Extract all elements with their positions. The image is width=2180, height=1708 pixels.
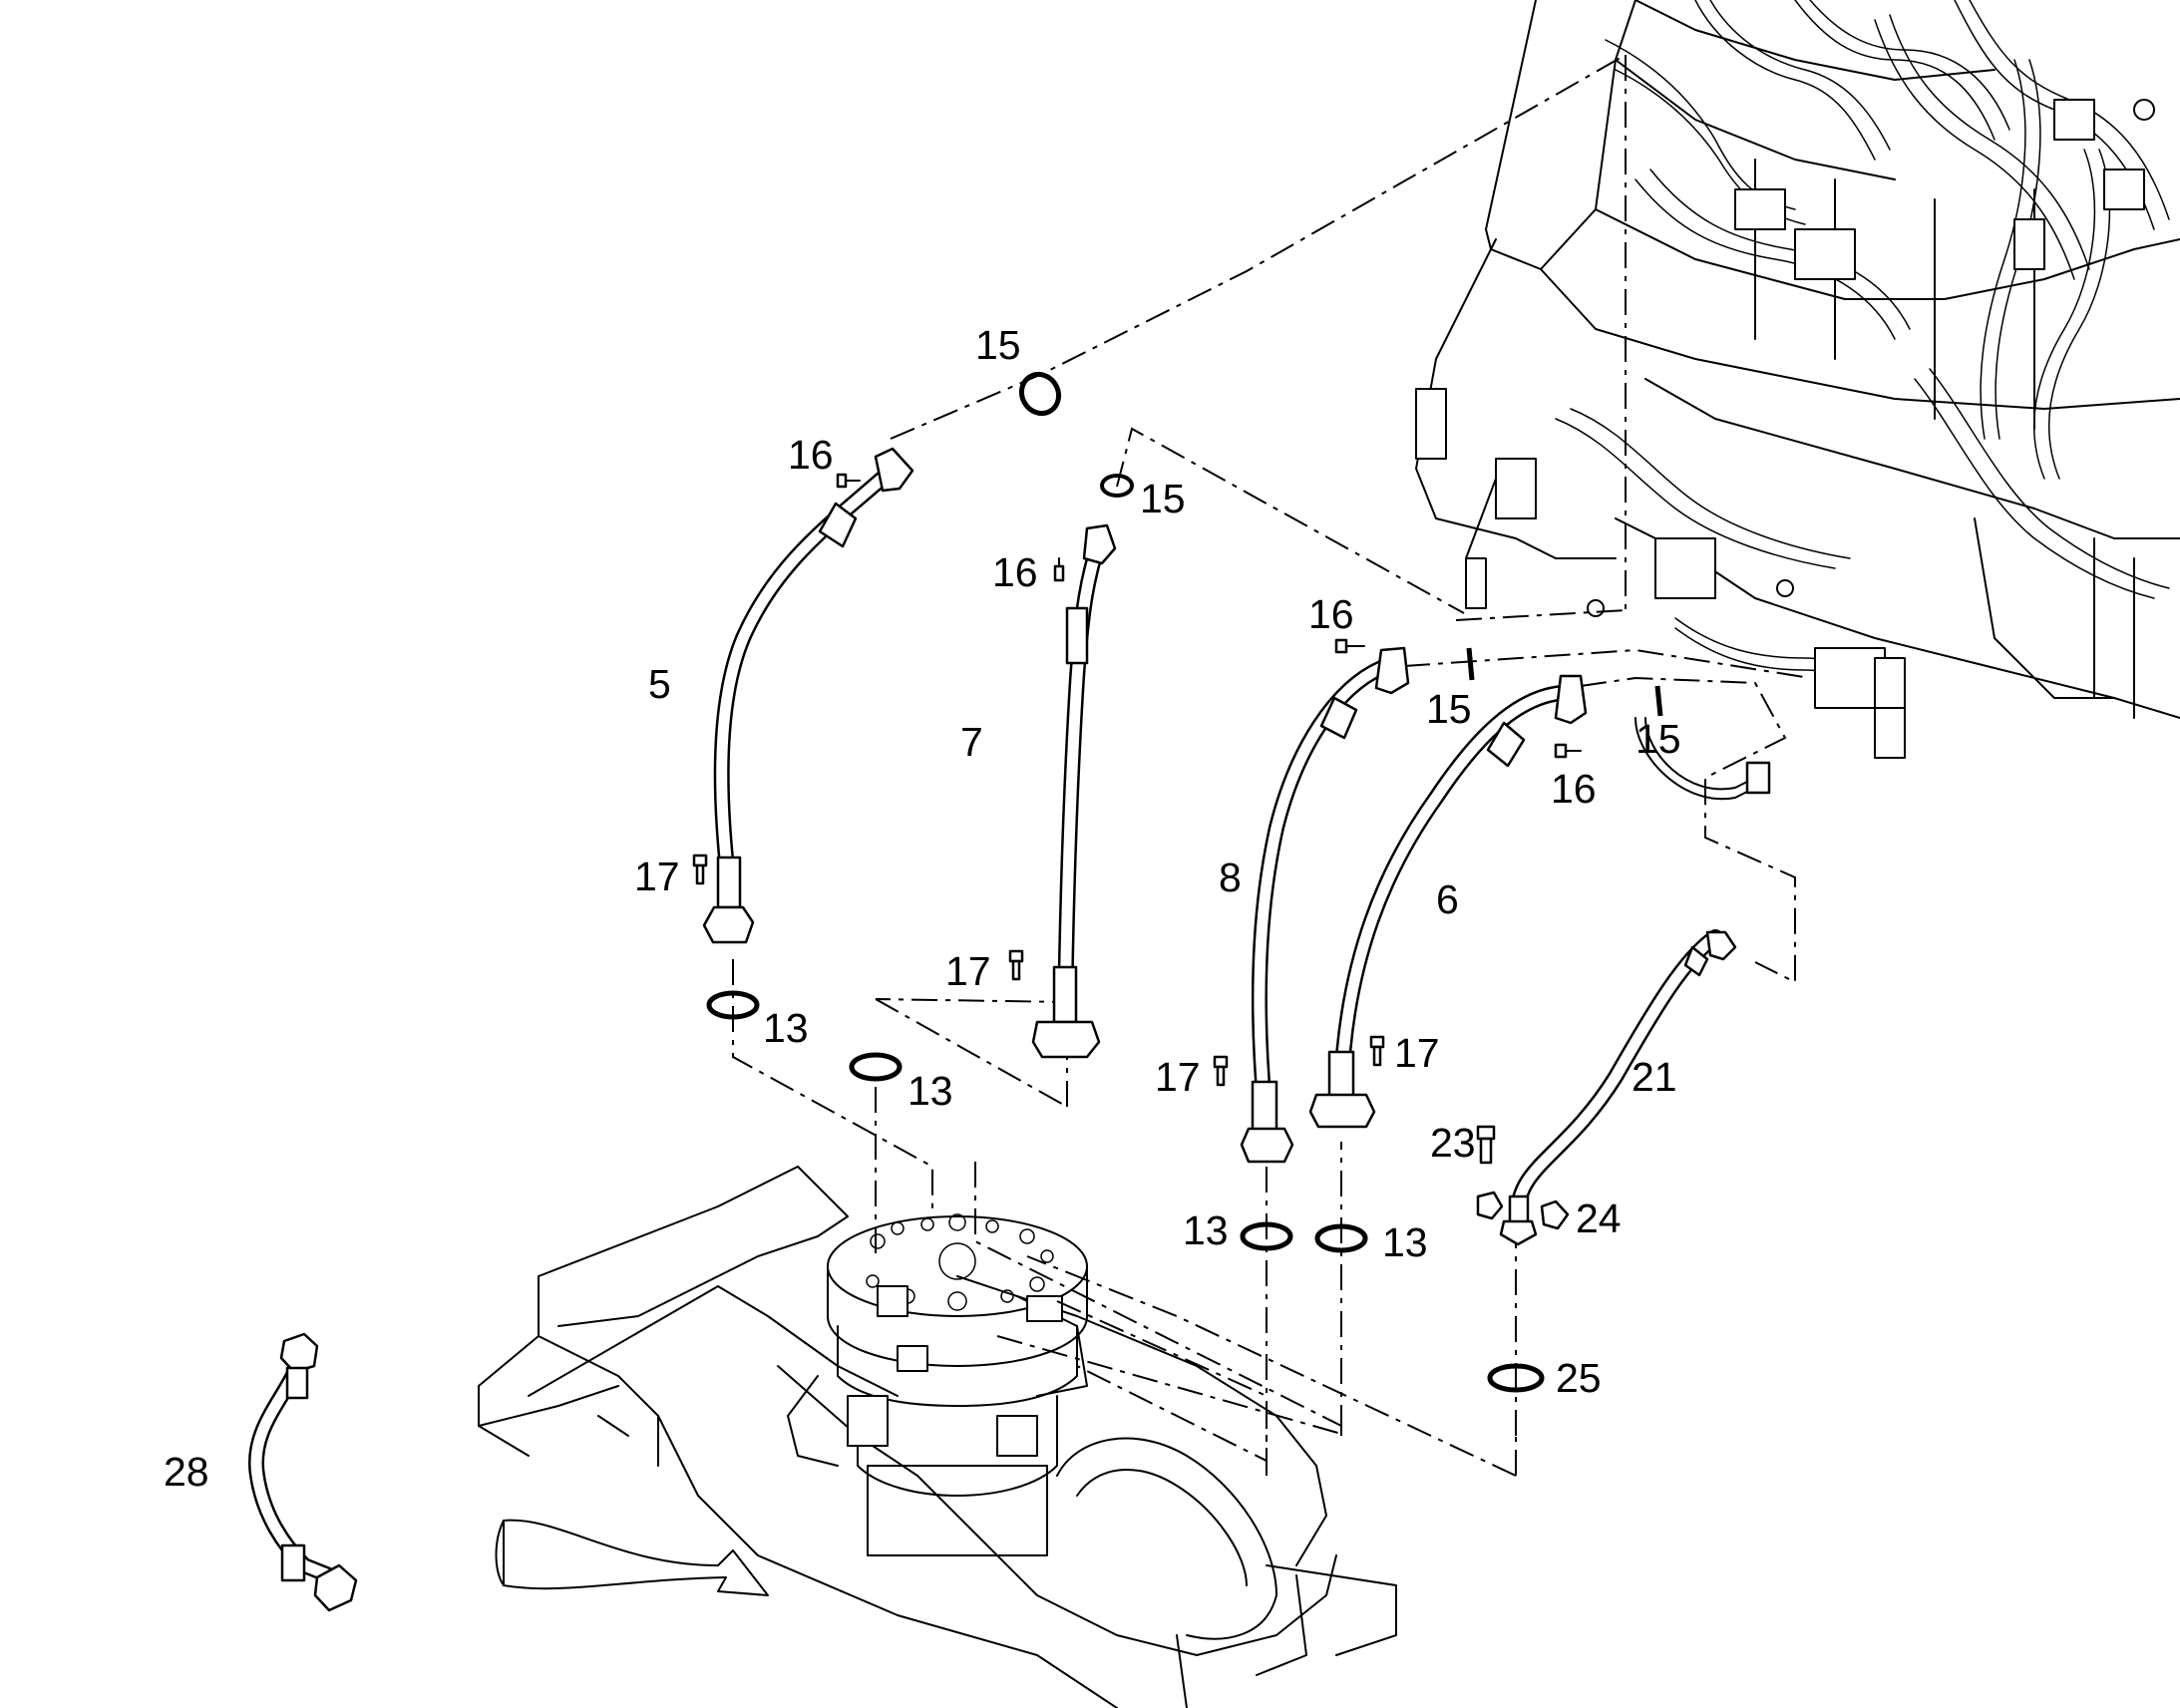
callout-15a: 15	[975, 322, 1021, 368]
callout-15c: 15	[1426, 686, 1472, 732]
hose-7	[1031, 523, 1117, 1059]
callout-17d: 17	[1394, 1030, 1440, 1076]
machine-frame-upper	[1415, 0, 2180, 759]
callout-28: 28	[164, 1449, 209, 1495]
callout-25: 25	[1556, 1355, 1602, 1401]
callout-13a: 13	[763, 1005, 809, 1051]
bolt-16b	[1053, 557, 1065, 582]
hose-6	[1308, 674, 1588, 1129]
curved-arrow-icon	[495, 1519, 769, 1596]
o-ring-13c	[1240, 1221, 1293, 1251]
callout-16a: 16	[788, 432, 834, 478]
callout-13b: 13	[908, 1068, 953, 1114]
clamp-24	[1476, 1191, 1570, 1230]
bolt-17d	[1369, 1035, 1385, 1067]
callout-17c: 17	[1155, 1054, 1201, 1100]
callout-23: 23	[1430, 1120, 1476, 1166]
o-ring-15d	[1654, 685, 1663, 717]
o-ring-13b	[849, 1052, 903, 1082]
bolt-17b	[1008, 949, 1024, 981]
bolt-16d	[1554, 743, 1582, 759]
o-ring-13a	[706, 990, 760, 1020]
pilot-line	[1635, 717, 1771, 801]
o-ring-13d	[1314, 1223, 1368, 1253]
callout-8: 8	[1219, 854, 1242, 900]
hose-8	[1240, 646, 1410, 1164]
callout-5: 5	[648, 661, 671, 707]
callout-15b: 15	[1140, 476, 1186, 521]
callout-24: 24	[1576, 1196, 1622, 1241]
bolt-16c	[1334, 638, 1365, 654]
callout-17a: 17	[634, 854, 680, 899]
callout-21: 21	[1632, 1054, 1677, 1100]
callout-labels: 15 16 15 16 16 15 15 16 5 7 8 6 17 17 17…	[164, 322, 1681, 1495]
callout-16c: 16	[1308, 591, 1354, 637]
bolt-17c	[1213, 1055, 1229, 1087]
callout-16d: 16	[1551, 766, 1597, 812]
lower-chassis-frame	[478, 1166, 1397, 1708]
o-ring-15b	[1100, 474, 1134, 498]
bolt-23	[1476, 1125, 1496, 1165]
o-rings	[706, 371, 1663, 1393]
bolt-16a	[836, 473, 861, 489]
o-ring-15a	[1018, 371, 1062, 417]
leader-lines	[732, 54, 1811, 1477]
callout-13d: 13	[1382, 1219, 1428, 1265]
hose-28	[247, 1332, 358, 1612]
o-ring-15c	[1466, 647, 1475, 681]
callout-7: 7	[960, 719, 983, 765]
bolt-17a	[692, 854, 708, 885]
callout-15d: 15	[1635, 716, 1681, 762]
bolts	[692, 473, 1582, 1230]
callout-13c: 13	[1183, 1207, 1229, 1253]
callout-6: 6	[1436, 876, 1459, 922]
callout-17b: 17	[945, 948, 991, 994]
o-ring-25	[1487, 1363, 1545, 1393]
hose-21	[1499, 929, 1737, 1246]
callout-16b: 16	[992, 549, 1038, 595]
hose-5	[702, 447, 914, 944]
